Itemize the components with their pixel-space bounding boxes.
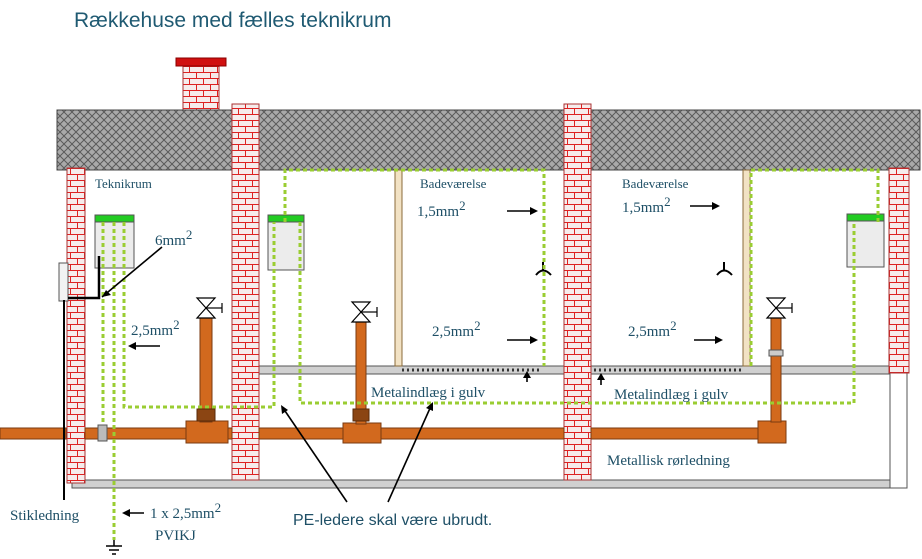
label-cable-type: PVIKJ (155, 528, 196, 544)
annotation-arrows (101, 202, 723, 503)
label-pe-note: PE-ledere skal være ubrudt. (293, 512, 492, 529)
label-2-5mm-b: 2,5mm2 (628, 318, 677, 340)
cable-arrow (122, 509, 144, 517)
brick-walls (66, 103, 910, 484)
label-6mm: 6mm2 (155, 227, 192, 249)
service-entry-box (58, 256, 101, 500)
label-2-5mm-a: 2,5mm2 (432, 318, 481, 340)
label-metal-inlay-1: Metalindlæg i gulv (371, 385, 486, 401)
label-2-5mm-left: 2,5mm2 (131, 317, 180, 339)
metal-pipeline (0, 317, 787, 444)
label-service-cable: Stikledning (10, 508, 80, 524)
page-title: Rækkehuse med fælles teknikrum (74, 9, 391, 32)
roof-chimney (175, 57, 227, 112)
room-label-bathroom-1: Badeværelse (420, 176, 487, 191)
pe-conductors (97, 168, 880, 540)
room-label-bathroom-2: Badeværelse (622, 176, 689, 191)
label-1-5mm-a: 1,5mm2 (417, 198, 466, 220)
label-metal-inlay-2: Metalindlæg i gulv (614, 387, 729, 403)
label-cable-size: 1 x 2,5mm2 (150, 500, 221, 522)
room-label-teknikrum: Teknikrum (95, 176, 152, 191)
ground-icon (106, 540, 122, 555)
label-1-5mm-b: 1,5mm2 (622, 194, 671, 216)
roof (56, 109, 921, 171)
label-metal-pipe: Metallisk rørledning (607, 453, 730, 469)
valve-icon (195, 297, 793, 323)
distribution-boxes (94, 213, 885, 271)
